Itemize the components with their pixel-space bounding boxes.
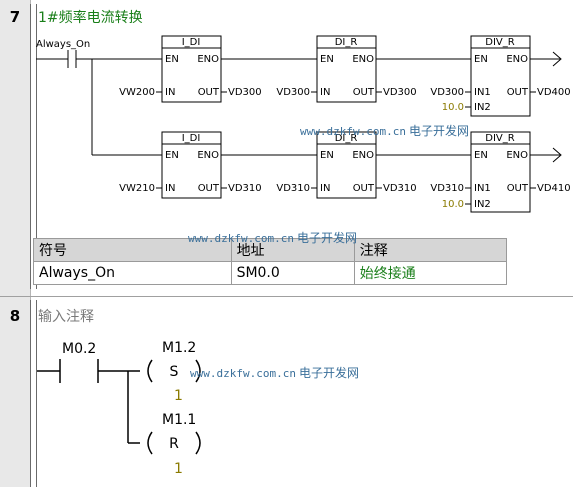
di-r-block-2[interactable]	[316, 131, 377, 199]
i-di-in-2: IN	[165, 183, 175, 194]
symbol-cell[interactable]: Always_On	[33, 261, 232, 285]
di-r-eno-2: ENO	[352, 150, 374, 161]
div-r-in1-2: IN1	[474, 183, 491, 194]
div-r-in2-1: IN2	[474, 102, 491, 113]
network-8-number[interactable]: 8	[9, 307, 21, 325]
di-r-block-1[interactable]	[316, 35, 377, 103]
div-r-eno-1: ENO	[506, 54, 528, 65]
symbol-table: 符号 地址 注释 Always_On SM0.0 始终接通	[33, 238, 508, 285]
di-r-en-2: EN	[320, 150, 334, 161]
di-r-out-1: OUT	[353, 87, 375, 98]
table-row[interactable]: Always_On SM0.0 始终接通	[33, 261, 508, 285]
div-r-out-1: OUT	[507, 87, 529, 98]
set-coil-right-bracket	[195, 359, 201, 383]
address-cell[interactable]: SM0.0	[230, 261, 355, 285]
i-di-out-operand-1[interactable]: VD300	[228, 87, 262, 98]
div-r-title-1: DIV_R	[485, 37, 514, 48]
i-di-out-operand-2[interactable]: VD310	[228, 183, 262, 194]
reset-coil-left-bracket	[147, 431, 153, 455]
always-on-contact-label[interactable]: Always_On	[36, 39, 90, 50]
network-8-wires	[36, 359, 201, 455]
network-separator	[0, 296, 573, 297]
di-r-title-1: DI_R	[335, 37, 358, 48]
i-di-out-1: OUT	[198, 87, 220, 98]
di-r-out-2: OUT	[353, 183, 375, 194]
div-r-title-2: DIV_R	[485, 133, 514, 144]
di-r-in-1: IN	[320, 87, 330, 98]
div-r-in2-constant-2[interactable]: 10.0	[442, 199, 464, 210]
div-r-in2-constant-1[interactable]: 10.0	[442, 102, 464, 113]
i-di-block-2[interactable]	[161, 131, 222, 199]
comment-cell[interactable]: 始终接通	[353, 261, 508, 285]
div-r-out-operand-1[interactable]: VD400	[537, 87, 571, 98]
m1-1-coil-address[interactable]: M1.1	[162, 412, 196, 428]
div-r-in2-2: IN2	[474, 199, 491, 210]
i-di-en-2: EN	[165, 150, 179, 161]
set-coil-count[interactable]: 1	[174, 388, 183, 404]
di-r-eno-1: ENO	[352, 54, 374, 65]
di-r-in-operand-2[interactable]: VD310	[276, 183, 310, 194]
symbol-header: 符号	[33, 238, 232, 262]
i-di-out-2: OUT	[198, 183, 220, 194]
i-di-eno-1: ENO	[197, 54, 219, 65]
left-power-rail-8	[30, 300, 37, 487]
div-r-in1-1: IN1	[474, 87, 491, 98]
i-di-in-operand-2[interactable]: VW210	[119, 183, 155, 194]
network-7-number[interactable]: 7	[9, 8, 21, 26]
i-di-title-1: I_DI	[182, 37, 201, 48]
m0-2-contact-label[interactable]: M0.2	[62, 341, 96, 357]
div-r-block-1[interactable]	[470, 35, 531, 117]
reset-coil-type: R	[169, 436, 179, 452]
div-r-block-2[interactable]	[470, 131, 531, 213]
div-r-in1-operand-1[interactable]: VD300	[430, 87, 464, 98]
set-coil-type: S	[170, 364, 179, 380]
i-di-eno-2: ENO	[197, 150, 219, 161]
network-7-title[interactable]: 1#频率电流转换	[38, 10, 143, 26]
i-di-in-operand-1[interactable]: VW200	[119, 87, 155, 98]
di-r-en-1: EN	[320, 54, 334, 65]
i-di-en-1: EN	[165, 54, 179, 65]
di-r-in-operand-1[interactable]: VD300	[276, 87, 310, 98]
set-coil-left-bracket	[147, 359, 153, 383]
i-di-in-1: IN	[165, 87, 175, 98]
di-r-in-2: IN	[320, 183, 330, 194]
i-di-title-2: I_DI	[182, 133, 201, 144]
i-di-block-1[interactable]	[161, 35, 222, 103]
reset-coil-right-bracket	[195, 431, 201, 455]
m1-2-coil-address[interactable]: M1.2	[162, 340, 196, 356]
div-r-en-1: EN	[474, 54, 488, 65]
network-7-wires	[36, 50, 562, 205]
div-r-eno-2: ENO	[506, 150, 528, 161]
div-r-out-operand-2[interactable]: VD410	[537, 183, 571, 194]
network-8-comment[interactable]: 输入注释	[38, 309, 94, 325]
di-r-out-operand-2[interactable]: VD310	[383, 183, 417, 194]
di-r-title-2: DI_R	[335, 133, 358, 144]
div-r-in1-operand-2[interactable]: VD310	[430, 183, 464, 194]
reset-coil-count[interactable]: 1	[174, 461, 183, 477]
comment-header: 注释	[353, 238, 508, 262]
div-r-out-2: OUT	[507, 183, 529, 194]
div-r-en-2: EN	[474, 150, 488, 161]
di-r-out-operand-1[interactable]: VD300	[383, 87, 417, 98]
left-power-rail-7	[30, 4, 37, 289]
